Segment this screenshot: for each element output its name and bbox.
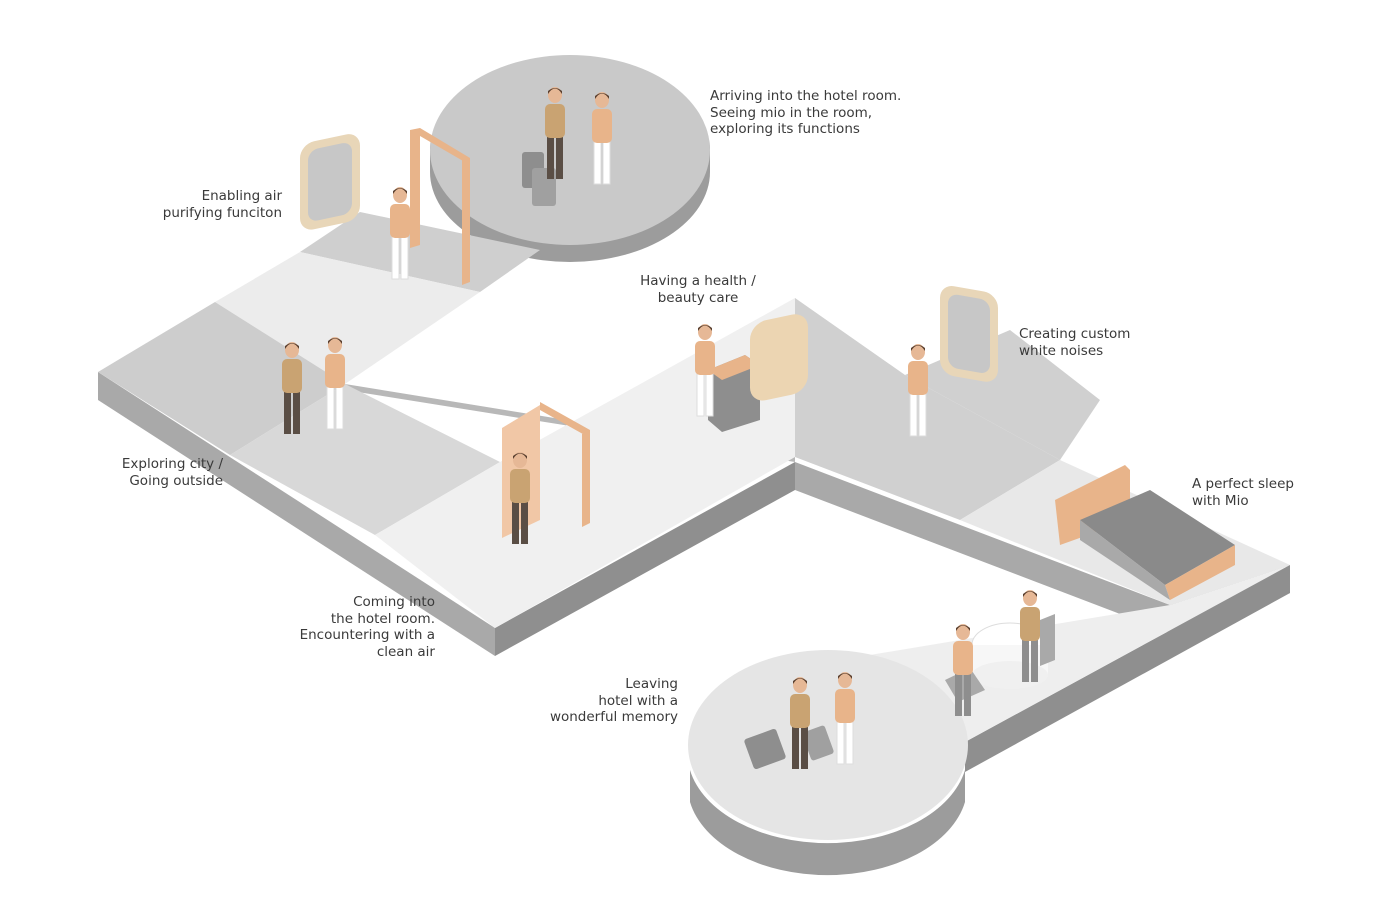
air-purifier-device (300, 131, 360, 232)
caption-white-noise: Creating custom white noises (1019, 326, 1130, 359)
platform-tops (98, 55, 1290, 840)
caption-exploring-city: Exploring city / Going outside (90, 456, 223, 489)
caption-leaving: Leaving hotel with a wonderful memory (530, 676, 678, 726)
white-noise-device (940, 284, 998, 384)
caption-health-care: Having a health / beauty care (618, 273, 778, 306)
caption-perfect-sleep: A perfect sleep with Mio (1192, 476, 1294, 509)
caption-arriving: Arriving into the hotel room. Seeing mio… (710, 88, 901, 138)
caption-coming-in: Coming into the hotel room. Encountering… (270, 594, 435, 660)
caption-enabling-air: Enabling air purifying funciton (140, 188, 282, 221)
